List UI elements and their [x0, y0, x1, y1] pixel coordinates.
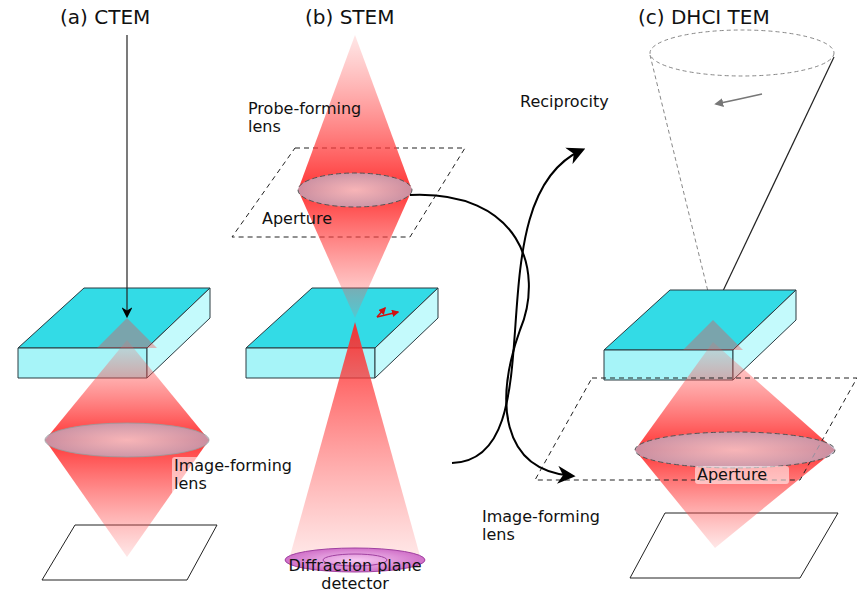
aperture-label: Aperture — [262, 210, 352, 228]
panel-title: (b) STEM — [305, 6, 445, 29]
lens-label: Probe-forming lens — [248, 100, 366, 137]
lens-label: Image-forming lens — [172, 457, 296, 494]
lens-label: Image-forming lens — [482, 508, 602, 545]
detector-label: Diffraction plane detector — [260, 557, 450, 594]
panel-title: (a) CTEM — [60, 6, 200, 29]
reciprocity-arrows — [410, 150, 582, 476]
panel-title: (c) DHCI TEM — [638, 6, 818, 29]
aperture-label: Aperture — [695, 466, 789, 484]
arrow-label: Reciprocity — [520, 93, 630, 111]
ctem-panel — [18, 35, 217, 580]
dhci-panel — [535, 30, 857, 578]
